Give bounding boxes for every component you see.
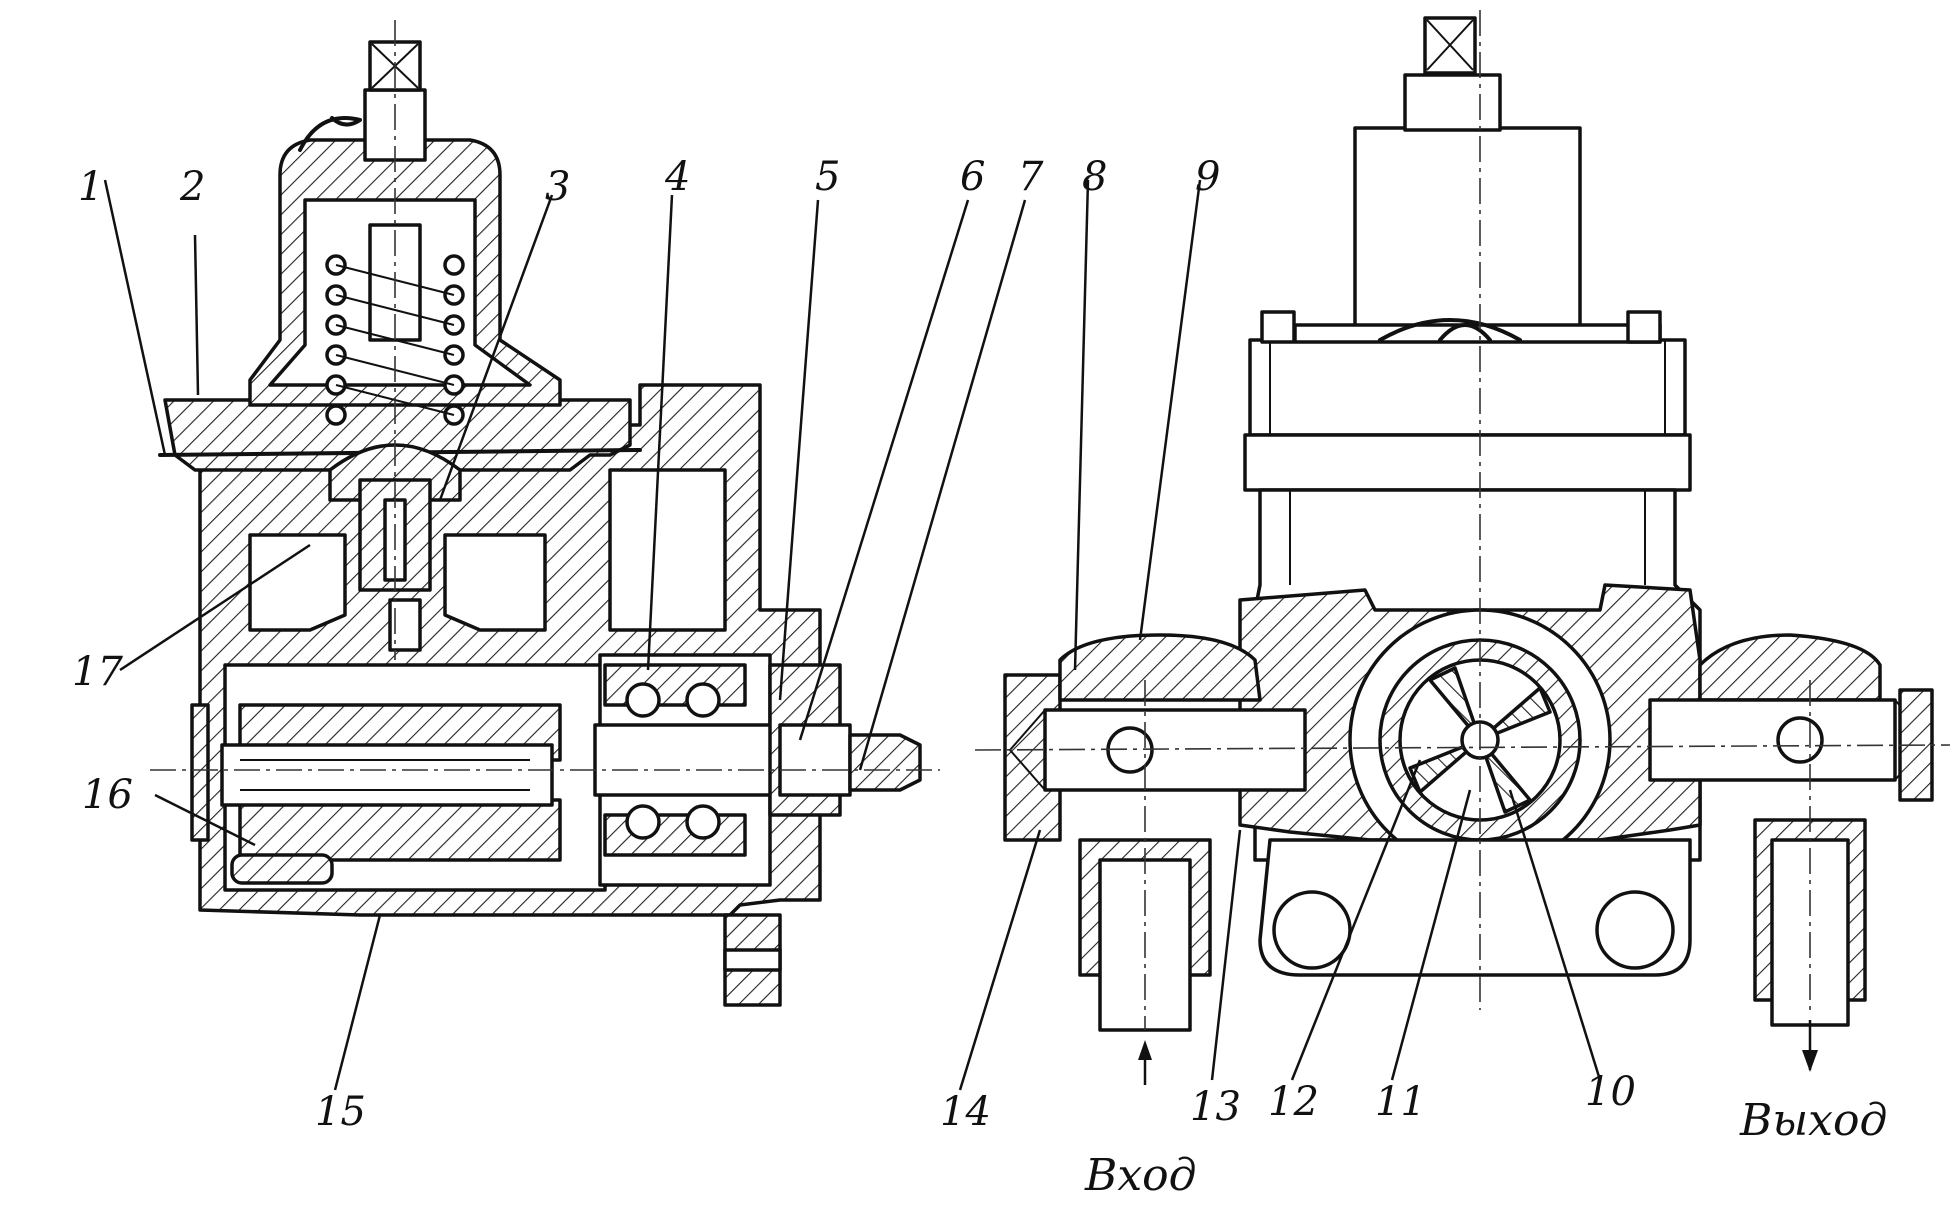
part-label: 9: [1195, 154, 1220, 200]
inlet-spool: [1043, 708, 1307, 792]
mounting-hole-right: [1595, 890, 1675, 970]
flange-bolt-right: [1626, 310, 1662, 344]
relief-cavity: [608, 468, 727, 632]
part-label: 11: [1375, 1079, 1426, 1125]
part-label: 12: [1268, 1079, 1319, 1125]
flow-arrows: [1138, 1040, 1818, 1072]
outlet-label: Выход: [1739, 1095, 1887, 1146]
part-number-labels: 1 2 3 4 5 6 7 8 9 10 11 12 13 14 15 16 1…: [72, 154, 1636, 1135]
outlet-port: [1776, 716, 1824, 764]
lock-pin: [230, 853, 334, 885]
coupling-nut: [778, 723, 852, 797]
leader-lines: [103, 179, 1812, 1091]
part-label: 4: [664, 154, 690, 200]
mounting-flange: [1248, 338, 1687, 437]
sectional-view-right: [974, 10, 1951, 1032]
ball-bearing: [603, 663, 747, 857]
flange-lower: [1243, 433, 1692, 492]
pump-shaft: [220, 743, 554, 807]
part-label: 1: [78, 164, 103, 210]
mounting-lugs: [1258, 838, 1692, 977]
shaft-end: [848, 733, 922, 792]
part-label: 15: [315, 1089, 366, 1135]
motor-cap: [1403, 73, 1502, 132]
inlet-label: Вход: [1084, 1150, 1197, 1201]
motor-housing: [1353, 126, 1582, 340]
drive-shaft: [593, 723, 797, 797]
outlet-spool: [1648, 698, 1897, 782]
part-label: 3: [545, 164, 570, 210]
inlet-valve-cap: [1058, 633, 1262, 702]
part-label: 2: [179, 164, 205, 210]
terminal-wire: [1378, 318, 1522, 342]
part-label: 7: [1018, 154, 1044, 200]
part-label: 14: [940, 1089, 991, 1135]
outlet-valve-cap: [1698, 633, 1882, 702]
part-label: 10: [1585, 1069, 1636, 1115]
rotor-lower: [238, 798, 562, 862]
part-label: 13: [1190, 1084, 1241, 1130]
part-label: 17: [72, 649, 123, 695]
part-label: 5: [815, 154, 840, 200]
mounting-hole-left: [1272, 890, 1352, 970]
end-cover: [190, 703, 210, 842]
sectional-view-left: [150, 20, 940, 1007]
inlet-arrow: [1138, 1040, 1152, 1060]
part-label: 16: [82, 772, 133, 818]
part-label: 8: [1082, 154, 1107, 200]
outlet-arrow: [1802, 1050, 1818, 1072]
valve-chamber: [248, 533, 347, 632]
flange-bolt-left: [1260, 310, 1296, 344]
seal-wire: [298, 116, 362, 152]
part-label: 6: [960, 154, 985, 200]
